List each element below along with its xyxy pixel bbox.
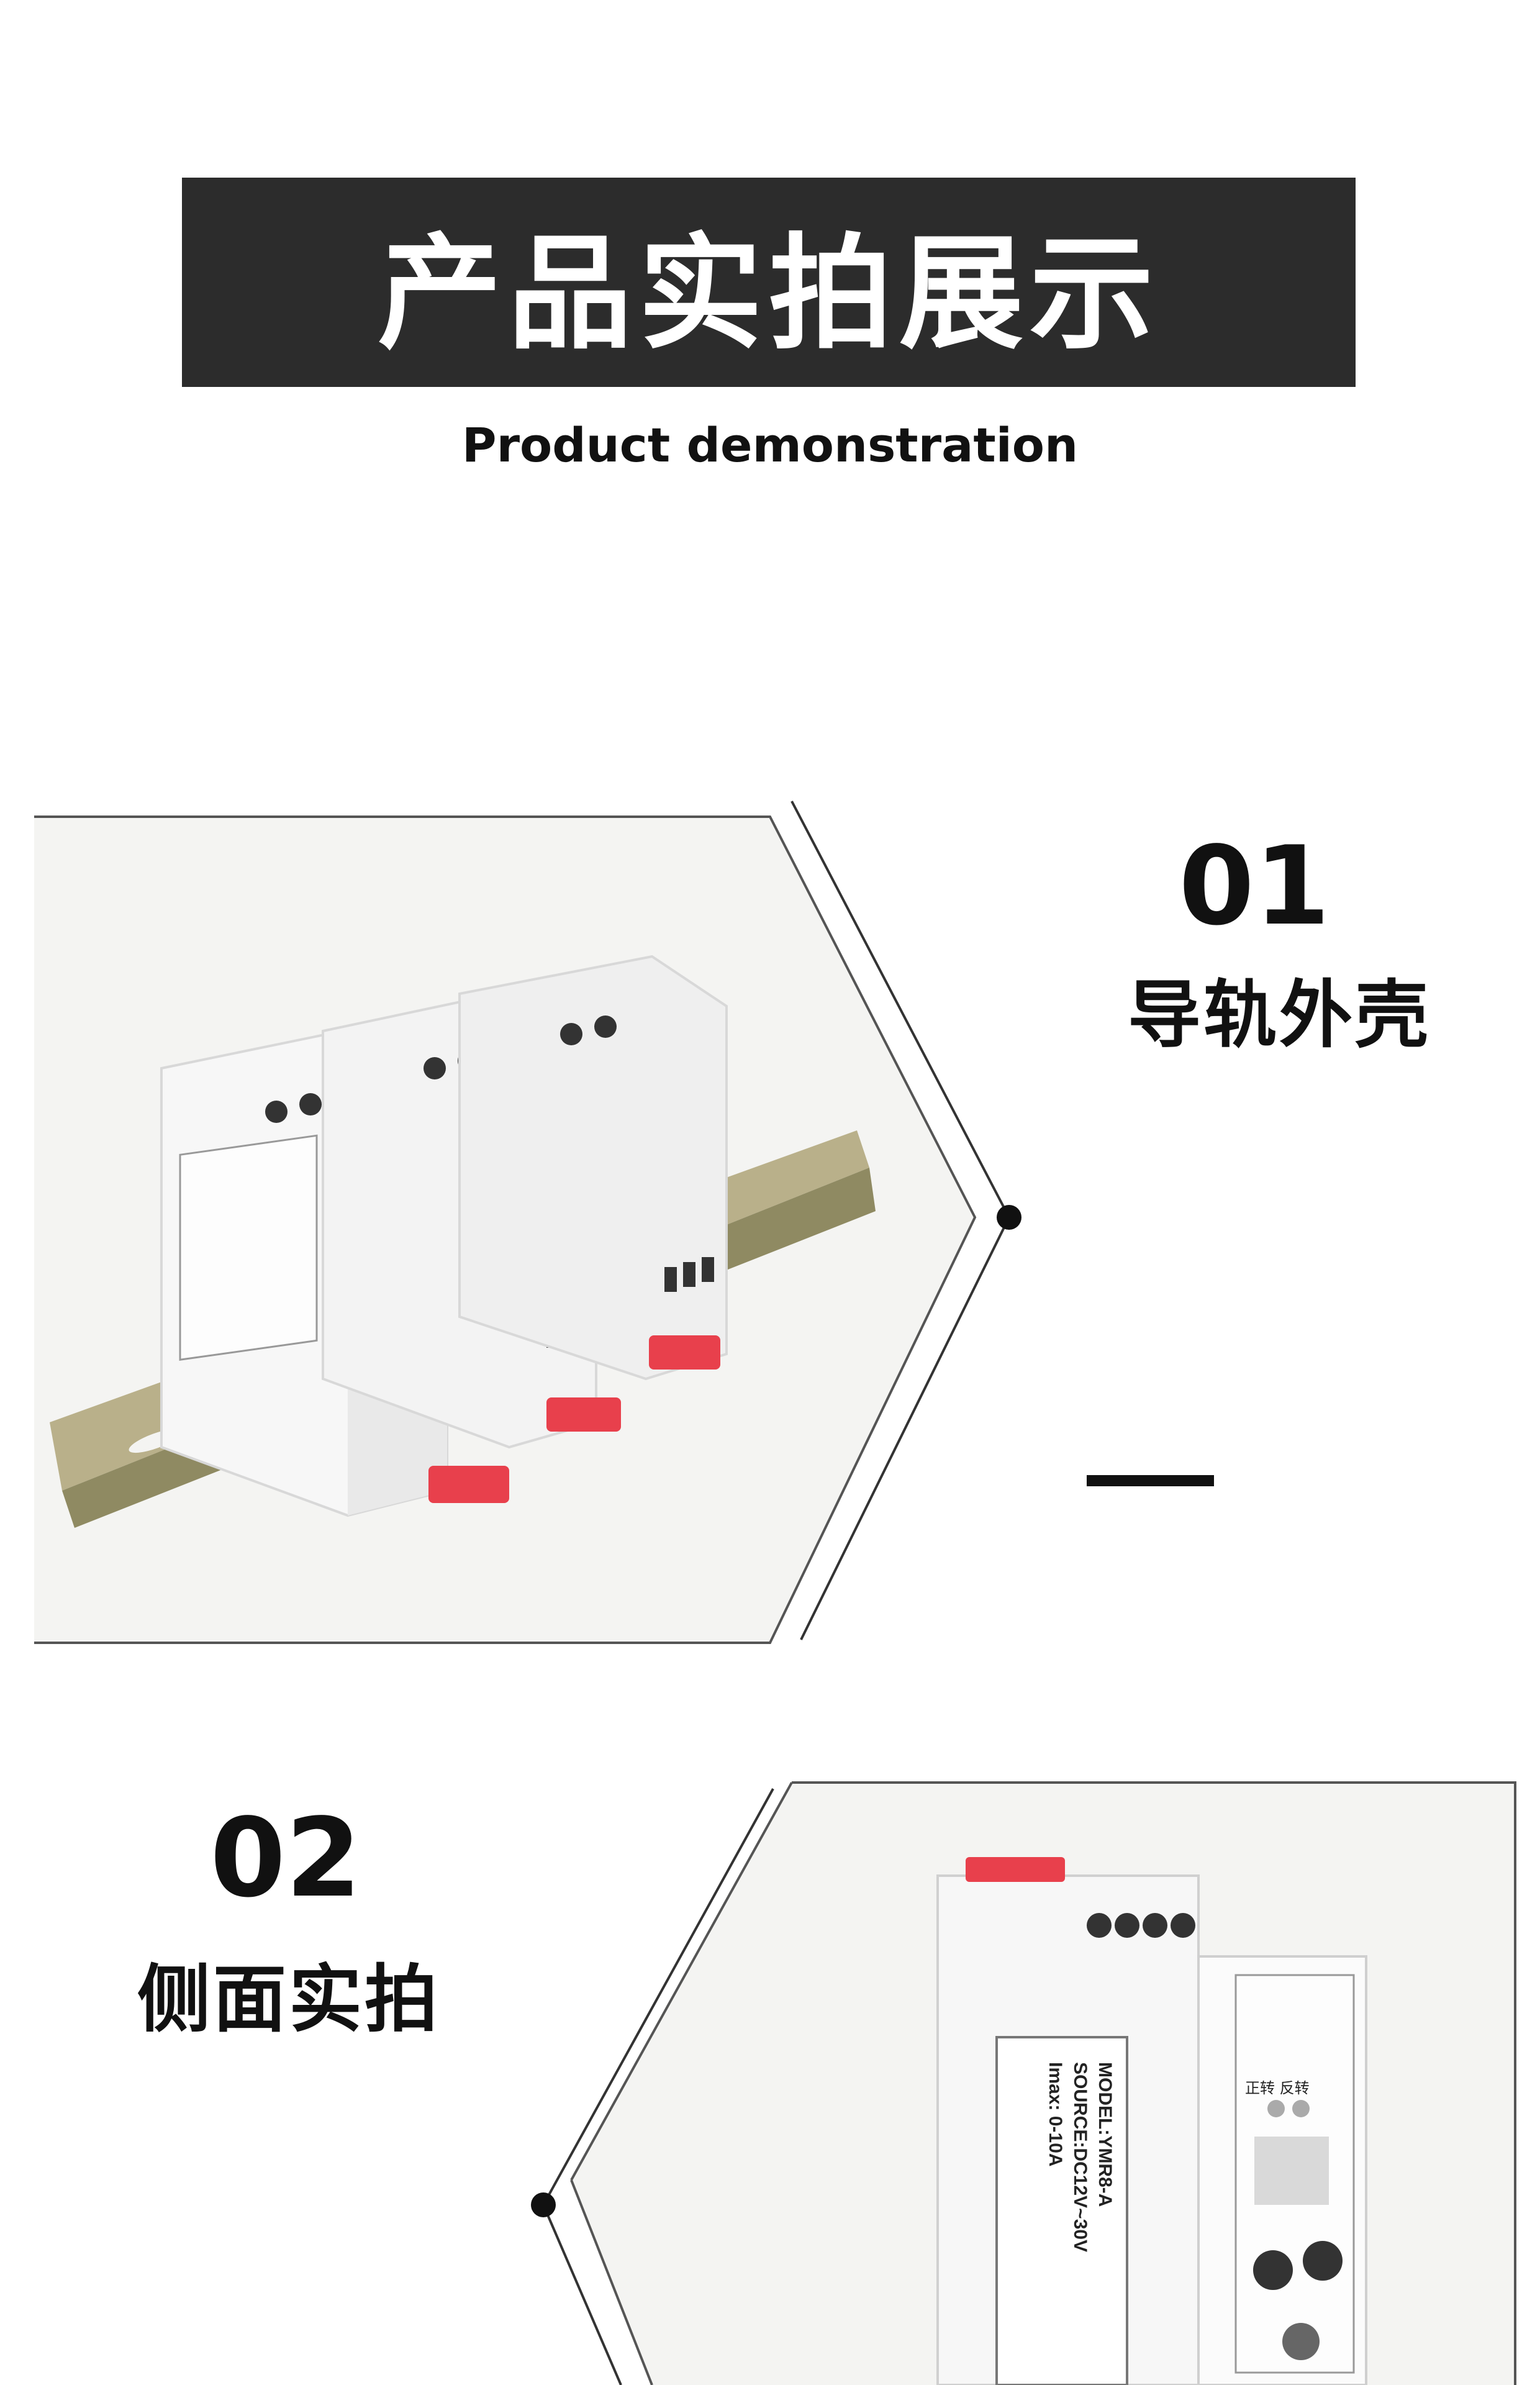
banner-subtitle: Product demonstration <box>461 417 1079 473</box>
source-text: SOURCE:DC12V~30V <box>1070 2062 1090 2252</box>
module-3 <box>458 955 728 1381</box>
banner-title: 产品实拍展示 <box>377 221 1160 366</box>
section-1-photo <box>34 817 975 1643</box>
section-2-photo <box>571 1783 1515 2385</box>
terminal-clip-red <box>428 1466 509 1503</box>
imax-text: Imax: 0-10A <box>1045 2062 1066 2166</box>
dash-divider <box>1087 1475 1214 1486</box>
chevron-dot <box>997 1205 1021 1230</box>
section-1-label: 导轨外壳 <box>1127 972 1431 1058</box>
section-2-number: 02 <box>210 1796 361 1922</box>
product-print: MODEL:YMR8-A SOURCE:DC12V~30V Imax: 0-10… <box>1045 2062 1115 2252</box>
chevron-dot <box>531 2192 556 2217</box>
front-label-text: 正转 反转 <box>1245 2079 1310 2097</box>
section-1-number: 01 <box>1179 824 1330 950</box>
section-2-label: 侧面实拍 <box>137 1956 440 2042</box>
model-text: MODEL:YMR8-A <box>1095 2062 1115 2207</box>
title-banner: 产品实拍展示 <box>182 178 1356 387</box>
